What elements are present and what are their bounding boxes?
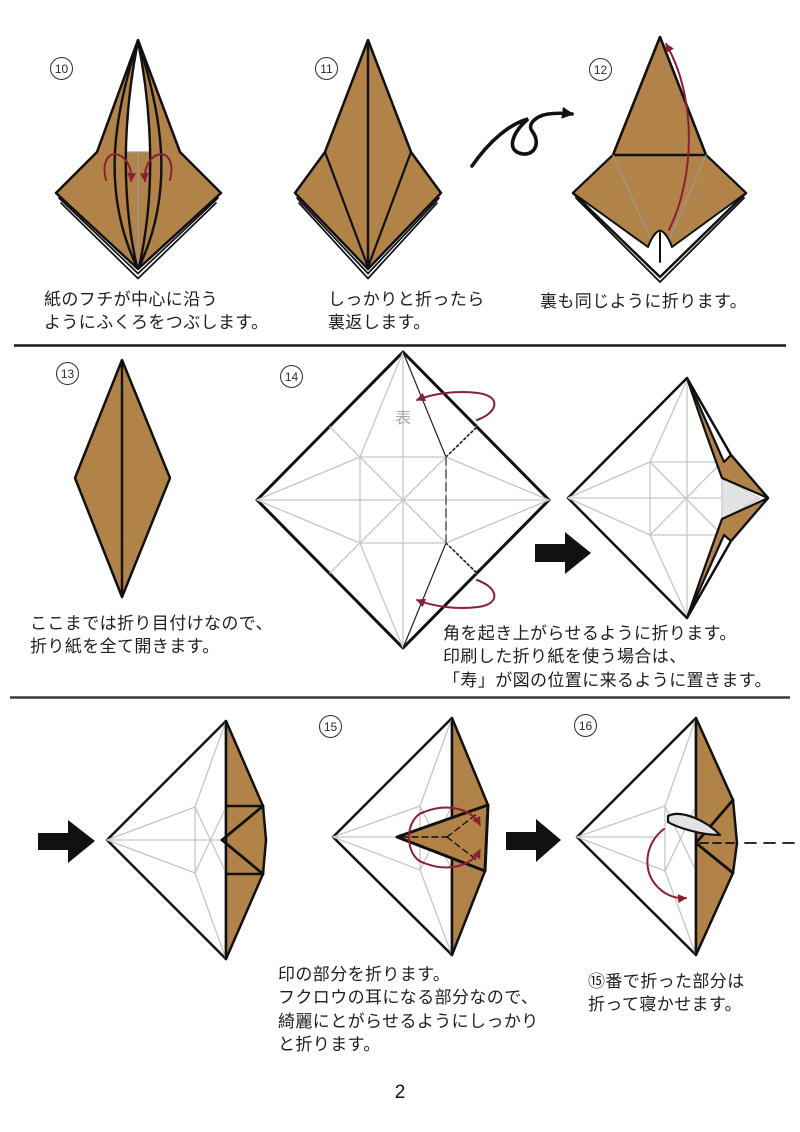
ear-fold-arrows-icon (408, 806, 481, 869)
step-12-badge: 12 (589, 58, 612, 81)
step-14-badge: 14 (280, 365, 303, 388)
step-14-caption: 角を起き上がらせるように折ります。 印刷した折り紙を使う場合は、 「寿」が図の位… (443, 624, 772, 690)
step-15-figure (331, 716, 490, 957)
flip-over-arrow-icon (470, 106, 574, 168)
step-13-figure (73, 358, 172, 599)
next-step-arrow-icon (38, 820, 95, 863)
step-13-badge: 13 (56, 362, 79, 385)
raise-corner-arrows-icon (416, 390, 496, 610)
step-16-caption: ⑮番で折った部分は 折って寝かせます。 (588, 972, 745, 1015)
step-15-badge: 15 (319, 715, 342, 738)
step-14-figure (255, 350, 551, 650)
step-10-figure (54, 38, 223, 280)
section-dividers (10, 344, 790, 699)
front-side-label: 表 (395, 410, 413, 427)
step-15-caption: 印の部分を折ります。 フクロウの耳になる部分なので、 綺麗にとがらせるようにしっ… (278, 965, 539, 1055)
step-16-figure (575, 716, 797, 957)
step-10-caption: 紙のフチが中心に沿う ようにふくろをつぶします。 (44, 290, 269, 333)
step-11-badge: 11 (315, 57, 338, 80)
page-number: 2 (394, 1082, 406, 1103)
step-16-badge: 16 (574, 714, 597, 737)
step-12-figure (571, 35, 748, 283)
step-14-result-figure (566, 376, 770, 620)
next-step-arrow-icon (506, 819, 561, 862)
owl-ear-flap (666, 812, 722, 837)
step-11-caption: しっかりと折ったら 裏返します。 (328, 290, 485, 333)
lift-flap-arrow-icon (665, 43, 690, 231)
lay-flat-arrow-icon (646, 828, 687, 904)
step-10-badge: 10 (50, 57, 73, 80)
next-step-arrow-icon (535, 532, 591, 574)
step-12-caption: 裏も同じように折ります。 (540, 292, 748, 311)
row3-left-figure (105, 719, 268, 961)
squash-fold-arrows-icon (103, 153, 173, 182)
step-13-caption: ここまでは折り目付けなので、 折り紙を全て開きます。 (30, 614, 273, 657)
step-11-figure (293, 38, 443, 280)
